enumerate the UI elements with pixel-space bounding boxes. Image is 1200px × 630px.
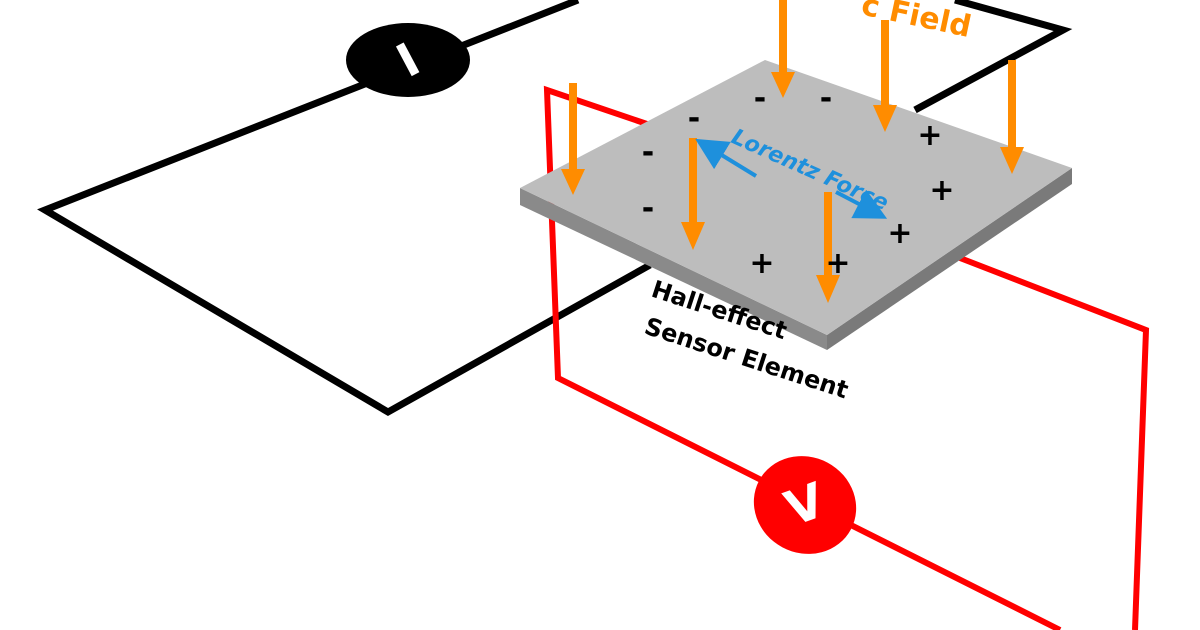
field-arrow [816, 192, 840, 303]
magnetic-field-label: c Field [858, 0, 974, 45]
voltmeter-icon: V [753, 456, 857, 554]
positive-charges: + + + + + [749, 118, 954, 281]
field-arrow [561, 83, 585, 195]
positive-charge: + [749, 246, 774, 281]
positive-charge: + [887, 216, 912, 251]
negative-charge: - [820, 81, 832, 116]
current-circuit-wire [37, 0, 652, 417]
positive-charge: + [917, 118, 942, 153]
field-arrow [873, 20, 897, 132]
negative-charge: - [642, 191, 654, 226]
hall-sensor-element [520, 60, 1072, 350]
negative-charge: - [642, 135, 654, 170]
field-arrow [1000, 60, 1024, 174]
negative-charge: - [754, 81, 766, 116]
ammeter-icon: I [346, 23, 470, 97]
negative-charge: - [688, 101, 700, 136]
sensor-front-face [827, 168, 1072, 350]
field-arrow [771, 0, 795, 98]
voltage-circuit-wire-right [958, 255, 1150, 630]
lorentz-force-arrow [695, 138, 888, 219]
positive-charge: + [825, 246, 850, 281]
field-arrow [681, 138, 705, 250]
current-circuit-wire-right [913, 0, 1073, 114]
sensor-side-face [520, 188, 827, 350]
positive-charge: + [929, 173, 954, 208]
negative-charges: - - - - - [642, 81, 832, 226]
magnetic-field-arrows [561, 0, 1024, 303]
sensor-top-face [520, 60, 1072, 335]
